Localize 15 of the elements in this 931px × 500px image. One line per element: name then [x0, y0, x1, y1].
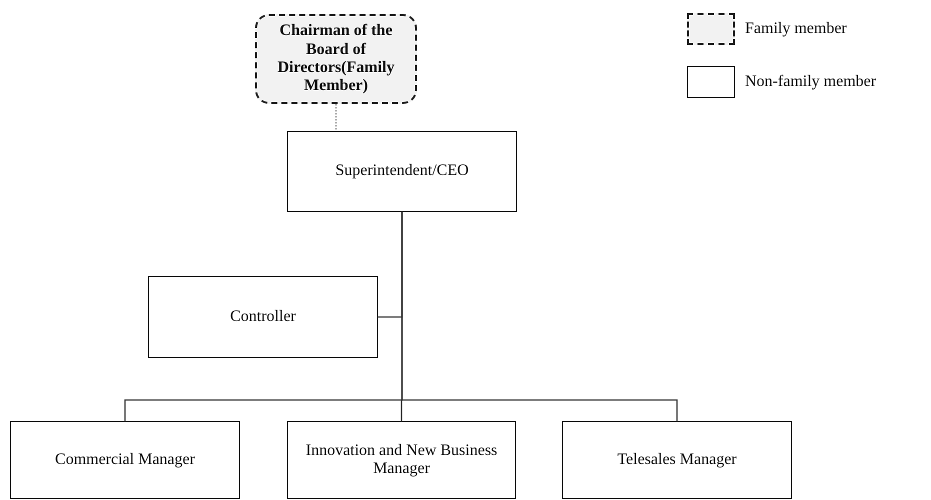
position-box: [10, 421, 240, 499]
position-title: Telesales Manager: [617, 450, 737, 470]
position-title: Commercial Manager: [55, 450, 195, 470]
position-title: Controller: [230, 308, 296, 326]
position-title: Innovation and New Business Manager: [304, 442, 498, 478]
position-title: Superintendent/CEO: [335, 162, 469, 181]
legend-label: Family member: [745, 20, 847, 38]
position-box: [287, 421, 516, 499]
position-box: [562, 421, 792, 499]
position-box: [148, 276, 378, 358]
position-box: [287, 131, 517, 212]
position-title: Chairman of the Board of Directors(Family Member): [276, 22, 396, 96]
position-box: [255, 14, 417, 104]
connector-line: [401, 212, 678, 421]
legend-label: Non-family member: [745, 73, 876, 91]
